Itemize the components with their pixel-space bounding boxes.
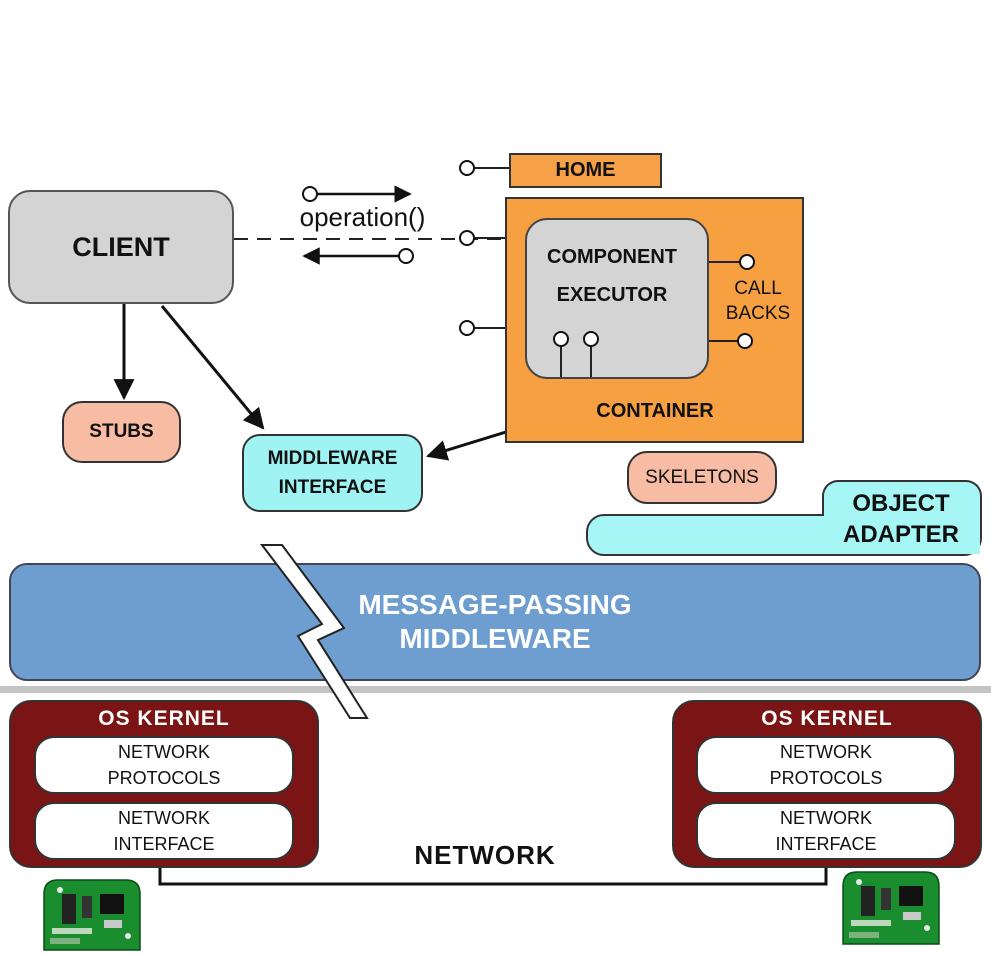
network-protocols-left: NETWORK PROTOCOLS (34, 736, 294, 794)
message-passing-line1: MESSAGE-PASSING (358, 589, 632, 620)
network-protocols-left-line2: PROTOCOLS (107, 768, 221, 788)
container-to-middleware-arrow (425, 426, 520, 461)
callbacks-line1: CALL (734, 278, 782, 299)
network-label: NETWORK (414, 840, 556, 870)
middleware-interface-line1: MIDDLEWARE (267, 448, 398, 469)
client-label: CLIENT (72, 231, 170, 262)
component-executor-box (525, 218, 709, 379)
middleware-interface-box: MIDDLEWARE INTERFACE (242, 434, 423, 512)
message-passing-middleware-box (9, 563, 981, 681)
network-protocols-right: NETWORK PROTOCOLS (696, 736, 956, 794)
stubs-box: STUBS (62, 401, 181, 463)
port-icon (459, 160, 475, 176)
port-icon (737, 333, 753, 349)
component-executor-label: COMPONENT EXECUTOR (525, 238, 699, 314)
network-interface-left: NETWORK INTERFACE (34, 802, 294, 860)
os-kernel-right-title: OS KERNEL (761, 707, 893, 730)
port-icon (459, 230, 475, 246)
network-interface-left-line1: NETWORK (118, 808, 210, 828)
home-box: HOME (509, 153, 662, 188)
network-card-icon (43, 879, 141, 951)
network-card-icon (842, 871, 940, 945)
container-label: CONTAINER (596, 400, 714, 422)
network-interface-right-line1: NETWORK (780, 808, 872, 828)
object-adapter-line2: ADAPTER (842, 521, 959, 548)
break-lightning-icon (259, 544, 369, 719)
layer-divider (0, 686, 991, 693)
object-adapter-line1: OBJECT (852, 490, 950, 517)
skeletons-label: SKELETONS (645, 466, 759, 488)
network-protocols-right-line2: PROTOCOLS (769, 768, 883, 788)
object-adapter-join (804, 516, 980, 554)
port-icon (398, 248, 414, 264)
middleware-interface-line2: INTERFACE (278, 477, 387, 498)
network-protocols-right-line1: NETWORK (780, 742, 872, 762)
stubs-label: STUBS (89, 421, 154, 442)
operation-label: operation() (299, 202, 426, 232)
network-interface-right-line2: INTERFACE (775, 834, 877, 854)
port-icon (302, 186, 318, 202)
message-passing-line2: MIDDLEWARE (399, 623, 591, 654)
network-interface-right: NETWORK INTERFACE (696, 802, 956, 860)
component-executor-line1: COMPONENT (547, 246, 677, 268)
port-icon (583, 331, 599, 347)
network-cable (158, 866, 828, 886)
component-executor-line2: EXECUTOR (556, 284, 668, 306)
home-label: HOME (555, 159, 616, 181)
port-icon (459, 320, 475, 336)
message-passing-label: MESSAGE-PASSING MIDDLEWARE (9, 588, 981, 656)
skeletons-box: SKELETONS (627, 451, 777, 504)
callbacks-label: CALL BACKS (712, 276, 804, 326)
callbacks-line2: BACKS (725, 303, 791, 324)
client-box: CLIENT (8, 190, 234, 304)
port-icon (739, 254, 755, 270)
os-kernel-left-title: OS KERNEL (98, 707, 230, 730)
network-interface-left-line2: INTERFACE (113, 834, 215, 854)
object-adapter-label: OBJECT ADAPTER (832, 488, 970, 550)
port-icon (553, 331, 569, 347)
client-to-middleware-arrow (160, 305, 265, 430)
network-protocols-left-line1: NETWORK (118, 742, 210, 762)
